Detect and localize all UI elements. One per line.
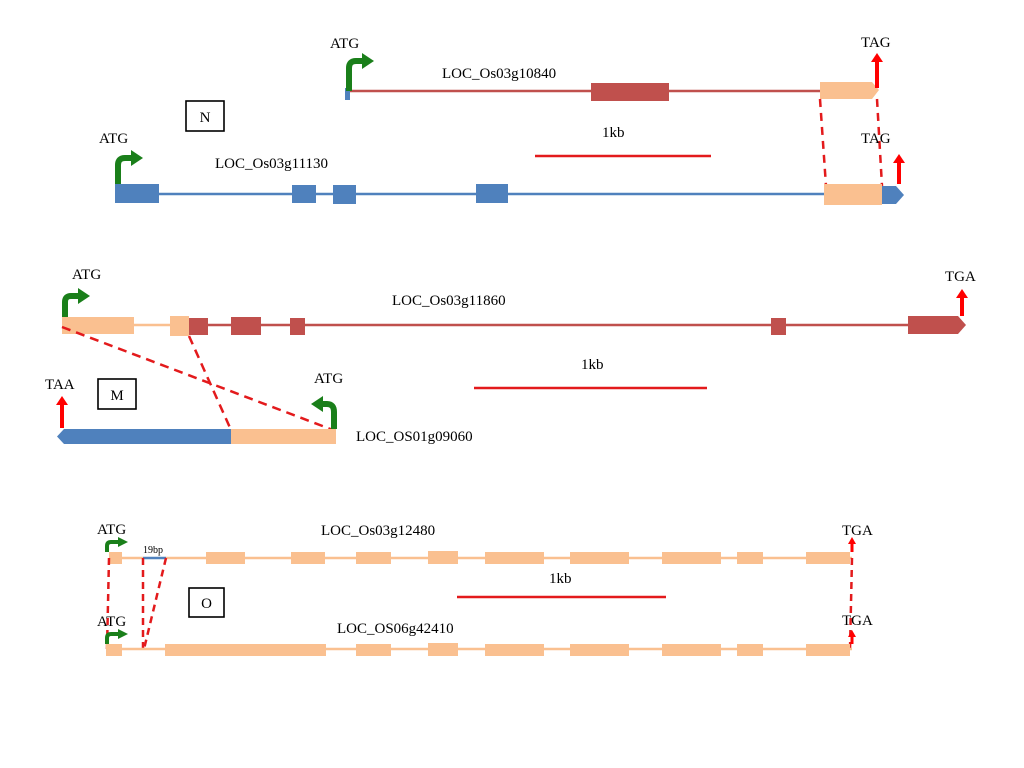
gene-11860-exon [231,317,261,335]
gene-42410-exon [737,644,763,656]
gene-12480-exon [206,552,245,564]
gene-11860-stop-arrowhead [956,289,968,298]
gene-11860-exon [290,318,305,335]
homology-dashed-line [818,98,828,187]
gene-42410-exon [106,644,122,656]
homology-dashed-line [187,335,233,431]
gene-09060-name: LOC_OS01g09060 [356,429,473,445]
gene-12480-exon [662,552,721,564]
panel-m-label: M [110,388,123,404]
gene-11860-stop-codon: TGA [945,269,976,285]
gene-42410-stop-codon: TGA [842,613,873,629]
gene-12480-exon [291,552,325,564]
panel-o-scale-label: 1kb [549,571,572,587]
gene-10840-name: LOC_Os03g10840 [442,66,556,82]
gene-10840-stop-codon: TAG [861,35,891,51]
panel-m: LOC_Os03g11860 ATG TGA 1kb M LOC_OS01g09… [45,267,976,445]
gene-42410-exon [165,644,326,656]
gene-42410-start-codon: ATG [97,614,126,630]
gene-12480-exon [806,552,850,564]
gene-11860-name: LOC_Os03g11860 [392,293,506,309]
gene-12480-exon [428,551,458,564]
panel-o-label: O [201,596,212,612]
gene-12480-gap-label: 19bp [143,545,163,556]
gene-11860-exon [771,318,786,335]
gene-11130-stop-codon: TAG [861,131,891,147]
gene-12480-stop-codon: TGA [842,523,873,539]
gene-11130-exon [476,184,508,203]
gene-11860-start-arrowhead [78,288,90,304]
gene-10840-start-codon: ATG [330,36,359,52]
gene-42410-exon [570,644,629,656]
gene-12480-exon [485,552,544,564]
homology-dashed-line [61,325,334,432]
gene-11130-start-arrow [115,155,132,184]
gene-11130-exon [292,185,316,203]
gene-42410-start-arrowhead [118,629,128,639]
gene-10840-start-arrow [346,58,363,91]
gene-11130-end-exon [882,186,904,204]
panel-n-label-box [185,100,225,132]
panel-o-label-box [188,587,225,618]
gene-10840-start-arrowhead [362,53,374,69]
gene-11860-start-arrow [62,293,79,317]
gene-11860-utr-exon [170,316,189,336]
homology-dashed-line [875,98,884,187]
gene-12480-stop-arrowhead [848,537,856,544]
gene-09060-stop-arrowhead [56,396,68,405]
gene-11130-exon [115,184,159,203]
gene-42410-exon [806,644,850,656]
gene-11130-start-codon: ATG [99,131,128,147]
panel-n-label: N [200,110,211,126]
gene-11130-start-arrowhead [131,150,143,166]
gene-11860-start-codon: ATG [72,267,101,283]
gene-12480-start-arrowhead [118,537,128,547]
gene-11860-exon [908,316,966,334]
gene-10840-exon [345,88,350,100]
gene-10840-stop-arrowhead [871,53,883,62]
gene-12480-exon [570,552,629,564]
gene-09060-start-arrow [322,401,337,429]
gene-11130-exon [333,185,356,204]
panel-n-scale-label: 1kb [602,125,625,141]
gene-12480-exon [737,552,763,564]
gene-09060-exon [57,429,231,444]
gene-12480-name: LOC_Os03g12480 [321,523,435,539]
gene-11130-stop-arrowhead [893,154,905,163]
gene-42410-stop-arrowhead [848,630,856,637]
gene-09060-start-codon: ATG [314,371,343,387]
gene-12480-exon [356,552,391,564]
gene-09060-start-arrowhead [311,396,323,412]
gene-10840-utr-exon [820,82,879,99]
panel-o: LOC_Os03g12480 19bp ATG TGA 1kb O LOC_OS… [97,522,873,656]
gene-12480-exon [109,552,122,564]
gene-11130-name: LOC_Os03g11130 [215,156,328,172]
gene-09060-stop-codon: TAA [45,377,75,393]
gene-12480-start-arrow [105,540,119,552]
panel-m-scale-label: 1kb [581,357,604,373]
gene-42410-name: LOC_OS06g42410 [337,621,454,637]
gene-42410-exon [662,644,721,656]
gene-12480-start-codon: ATG [97,522,126,538]
gene-11130-utr-exon [824,184,882,205]
gene-09060-utr-exon [231,429,336,444]
gene-42410-exon [428,643,458,656]
panel-m-label-box [97,378,137,410]
gene-42410-exon [485,644,544,656]
gene-11860-exon [189,318,208,335]
homology-dashed-line [142,557,168,650]
gene-42410-start-arrow [105,632,119,644]
gene-42410-exon [356,644,391,656]
gene-11860-utr-exon [62,317,134,334]
panel-n: N LOC_Os03g10840 ATG TAG 1kb LOC_Os03g11… [99,35,905,205]
gene-10840-exon [591,83,669,101]
